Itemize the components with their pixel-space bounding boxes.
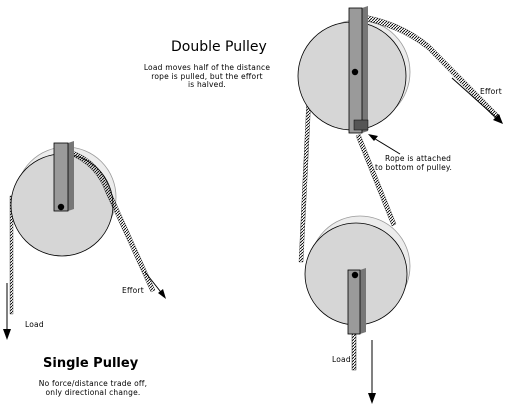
double-pulley-description-line: is halved.: [187, 80, 226, 90]
double-pulley-attach-line: to bottom of pulley.: [375, 162, 453, 172]
single-pulley-description-line: only directional change.: [45, 387, 141, 397]
single-pulley-effort-arrow: [144, 271, 166, 299]
single-pulley-load-arrow: [3, 283, 11, 340]
double-pulley-description-line: Load moves half of the distance: [143, 63, 271, 72]
single-pulley-rope-effort: [67, 149, 156, 293]
double-pulley-title: Double Pulley: [171, 39, 267, 55]
double-pulley-bottom-bracket: [347, 269, 361, 335]
single-pulley-load-label: Load: [25, 320, 44, 329]
double-pulley-bottom-group: [304, 215, 411, 404]
single-pulley-title: Single Pulley: [43, 356, 139, 371]
double-pulley-load-arrow: [368, 340, 376, 404]
double-pulley-effort-label: Effort: [480, 87, 502, 96]
single-pulley-bracket: [53, 142, 69, 212]
double-pulley-effort-arrow: [451, 77, 503, 124]
double-pulley-attach-pointer: [368, 134, 401, 155]
single-pulley-description: No force/distance trade off, only direct…: [34, 379, 152, 397]
single-pulley-description-line: No force/distance trade off,: [38, 379, 148, 388]
double-pulley-rope-attached: [355, 133, 397, 227]
double-pulley-top-axle: [351, 68, 359, 76]
single-pulley-effort-label: Effort: [122, 286, 144, 295]
double-pulley-load-label: Load: [332, 355, 351, 364]
double-pulley-bottom-axle: [351, 271, 359, 279]
single-pulley-axle: [57, 203, 65, 211]
single-pulley-group: [3, 141, 166, 340]
double-pulley-description: Load moves half of the distance rope is …: [140, 63, 274, 90]
double-pulley-attach-line: Rope is attached: [385, 154, 452, 163]
double-pulley-attach-label: Rope is attached to bottom of pulley.: [375, 154, 453, 172]
double-pulley-top-group: [297, 6, 503, 263]
double-pulley-description-line: rope is pulled, but the effort: [151, 71, 263, 81]
double-pulley-load-rope: [351, 333, 357, 371]
